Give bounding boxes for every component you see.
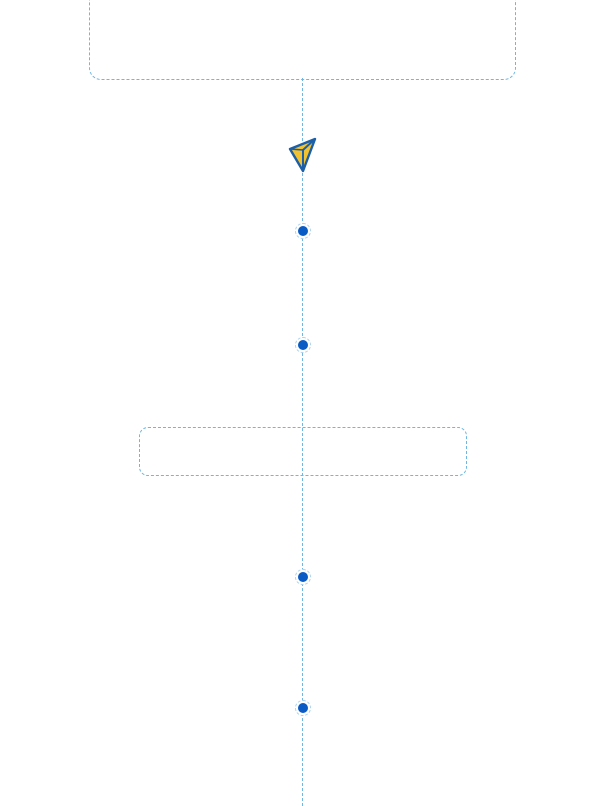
timeline-node-4[interactable] — [295, 700, 311, 716]
timeline-node-2[interactable] — [295, 337, 311, 353]
timeline-line — [302, 78, 303, 806]
middle-card — [139, 427, 467, 476]
timeline-node-3[interactable] — [295, 569, 311, 585]
top-card — [89, 0, 516, 80]
timeline-node-1[interactable] — [295, 223, 311, 239]
paper-plane-icon — [288, 137, 317, 173]
